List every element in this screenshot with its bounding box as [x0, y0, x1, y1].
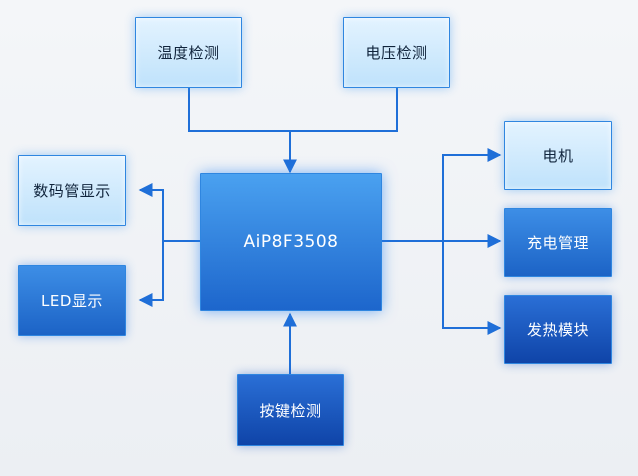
node-temp-detect: 温度检测: [135, 17, 242, 88]
node-digital-display: 数码管显示: [18, 155, 126, 226]
node-led-display: LED显示: [18, 265, 126, 336]
node-mcu: AiP8F3508: [200, 173, 382, 311]
line-to-heat: [442, 241, 502, 335]
line-to-led: [138, 241, 164, 307]
node-charge-management: 充电管理: [504, 208, 612, 277]
node-heating-module: 发热模块: [504, 295, 612, 364]
line-voltage-to-mcu: [290, 88, 398, 132]
line-temp-to-mcu: [188, 88, 290, 132]
node-voltage-detect: 电压检测: [343, 17, 450, 88]
line-to-digital: [138, 183, 164, 241]
node-motor: 电机: [504, 121, 612, 190]
line-to-motor: [442, 148, 502, 241]
node-key-detect: 按键检测: [237, 374, 344, 446]
